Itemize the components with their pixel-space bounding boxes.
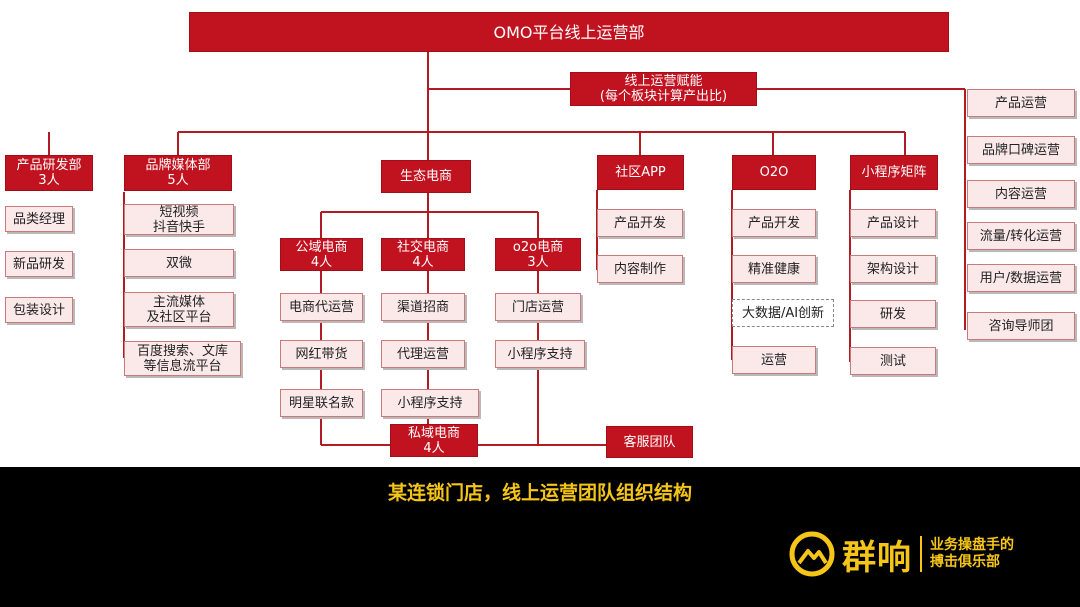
public-ecommerce-item: 电商代运营 (280, 293, 363, 321)
brand-slogan: 业务操盘手的 搏击俱乐部 (930, 537, 1014, 570)
product-rd-dept: 产品研发部 3人 (5, 155, 93, 191)
ecology-ecommerce-dept: 生态电商 (381, 160, 471, 193)
operations-item: 流量/转化运营 (967, 222, 1075, 250)
o2o-dept: O2O (732, 155, 816, 190)
brand-media-item: 双微 (124, 249, 234, 277)
o2o-ecommerce-sub: o2o电商 3人 (495, 238, 581, 271)
operations-item: 产品运营 (967, 89, 1075, 117)
community-app-item: 内容制作 (597, 255, 683, 283)
brand-media-dept: 品牌媒体部 5人 (124, 155, 232, 191)
public-ecommerce-item: 明星联名款 (280, 389, 363, 417)
brand-media-item: 短视频 抖音快手 (124, 204, 234, 235)
o2o-ecommerce-item: 门店运营 (495, 293, 581, 321)
social-ecommerce-sub: 社交电商 4人 (381, 238, 465, 271)
o2o-item: 产品开发 (732, 209, 816, 237)
miniprogram-item: 测试 (850, 347, 936, 375)
private-ecommerce-sub: 私域电商 4人 (390, 424, 478, 457)
o2o-item: 精准健康 (732, 255, 816, 283)
miniprogram-item: 架构设计 (850, 255, 936, 283)
community-app-item: 产品开发 (597, 209, 683, 237)
online-ops-empower-box: 线上运营赋能 (每个板块计算产出比) (570, 72, 757, 106)
operations-item: 用户/数据运营 (967, 264, 1075, 292)
brand-media-item: 百度搜索、文库 等信息流平台 (124, 341, 241, 376)
brand-media-item: 主流媒体 及社区平台 (124, 292, 234, 327)
product-rd-item: 包装设计 (5, 297, 73, 323)
omo-department-header: OMO平台线上运营部 (189, 12, 949, 52)
product-rd-item: 新品研发 (5, 251, 73, 277)
public-ecommerce-sub: 公域电商 4人 (280, 238, 363, 271)
brand-name: 群响 (842, 537, 912, 578)
o2o-item: 运营 (732, 346, 816, 374)
caption-text: 某连锁门店，线上运营团队组织结构 (387, 482, 692, 504)
operations-item: 品牌口碑运营 (967, 136, 1075, 164)
brand-watermark: 群响 业务操盘手的 搏击俱乐部 (788, 528, 1030, 580)
social-ecommerce-item: 小程序支持 (381, 389, 479, 417)
o2o-ecommerce-item: 小程序支持 (495, 340, 585, 368)
operations-item: 咨询导师团 (967, 312, 1075, 340)
public-ecommerce-item: 网红带货 (280, 340, 363, 368)
social-ecommerce-item: 渠道招商 (381, 293, 465, 321)
org-chart-slide: OMO平台线上运营部 线上运营赋能 (每个板块计算产出比) 产品研发部 3人 品… (0, 0, 1080, 467)
community-app-dept: 社区APP (597, 155, 684, 190)
mountain-logo-icon (789, 531, 835, 577)
miniprogram-matrix-dept: 小程序矩阵 (850, 155, 938, 190)
brand-divider (920, 536, 922, 572)
o2o-item: 大数据/AI创新 (732, 299, 834, 327)
miniprogram-item: 研发 (850, 300, 936, 328)
customer-service-team: 客服团队 (606, 426, 693, 458)
social-ecommerce-item: 代理运营 (381, 340, 465, 368)
operations-item: 内容运营 (967, 180, 1075, 208)
product-rd-item: 品类经理 (5, 206, 73, 232)
miniprogram-item: 产品设计 (850, 209, 936, 237)
